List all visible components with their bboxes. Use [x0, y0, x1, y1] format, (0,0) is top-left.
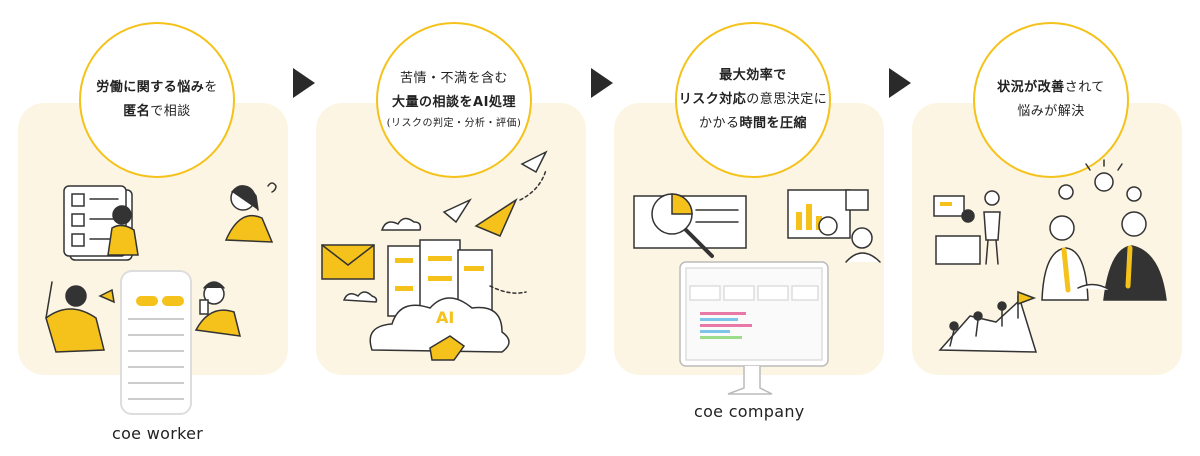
step-2-line-1: 苦情・不満を含む: [400, 67, 508, 91]
step-3-line-1: 最大効率で: [719, 64, 787, 88]
step-1-line-2: 匿名で相談: [123, 100, 191, 124]
step-text-segment: 労働に関する悩み: [96, 80, 205, 95]
caption-coe-company: coe company: [694, 402, 805, 421]
step-4-line-1: 状況が改善されて: [997, 76, 1105, 100]
step-4-line-2: 悩みが解決: [1017, 100, 1085, 124]
ai-label: AI: [436, 308, 455, 327]
step-text-segment: 苦情・不満を含む: [399, 71, 508, 86]
step-text-segment: 時間を圧縮: [739, 116, 808, 131]
paper-plane-icon: [442, 150, 548, 294]
step-text-segment: 匿名: [123, 104, 151, 119]
step-text-segment: 状況が改善: [997, 80, 1065, 95]
magnifier-icon: [633, 193, 747, 258]
step-text-segment: リスク対応: [678, 92, 747, 107]
flag-icon: [938, 290, 1038, 353]
step-text-segment: 大量の相談をAI処理: [392, 95, 516, 110]
ai-cloud-illustration: [369, 297, 510, 361]
step-text-segment: を: [204, 80, 218, 95]
step-3-line-2: リスク対応の意思決定に: [679, 88, 828, 112]
person-thinking-illustration: [224, 182, 277, 243]
step-1-line-1: 労働に関する悩みを: [96, 76, 218, 100]
step-2-line-2: 大量の相談をAI処理: [392, 91, 516, 115]
step-3-line-3: かかる時間を圧縮: [699, 112, 807, 136]
person-shouting-illustration: [45, 281, 115, 353]
lightbulb-icon: [1058, 159, 1142, 202]
arrow-right-icon: [591, 68, 613, 98]
step-circle-1: 労働に関する悩みを匿名で相談: [79, 22, 235, 178]
person-phone-illustration: [194, 281, 241, 337]
analyst-illustration: [787, 189, 881, 263]
step-text-segment: の意思決定に: [746, 92, 828, 107]
step-circle-3: 最大効率でリスク対応の意思決定にかかる時間を圧縮: [675, 22, 831, 178]
envelope-icon: [321, 244, 375, 280]
monitor-dashboard-illustration: [679, 261, 829, 395]
office-workers-illustration: [933, 190, 1001, 265]
step-text-segment: 悩みが解決: [1017, 104, 1085, 119]
person-sitting-illustration: [107, 205, 139, 256]
arrow-right-icon: [889, 68, 911, 98]
cloud-icon: [342, 217, 422, 303]
caption-coe-worker: coe worker: [112, 424, 204, 443]
step-circle-2: 苦情・不満を含む大量の相談をAI処理 (リスクの判定・分析・評価): [376, 22, 532, 178]
step-text-segment: 最大効率で: [719, 68, 787, 83]
step-text-segment: かかる: [698, 116, 740, 131]
phone-mockup: [120, 270, 192, 415]
step-circle-4: 状況が改善されて悩みが解決: [973, 22, 1129, 178]
step-text-segment: で相談: [150, 104, 191, 119]
handshake-illustration: [1041, 211, 1167, 301]
step-2-note: (リスクの判定・分析・評価): [386, 118, 522, 129]
arrow-right-icon: [293, 68, 315, 98]
step-text-segment: されて: [1064, 80, 1105, 95]
